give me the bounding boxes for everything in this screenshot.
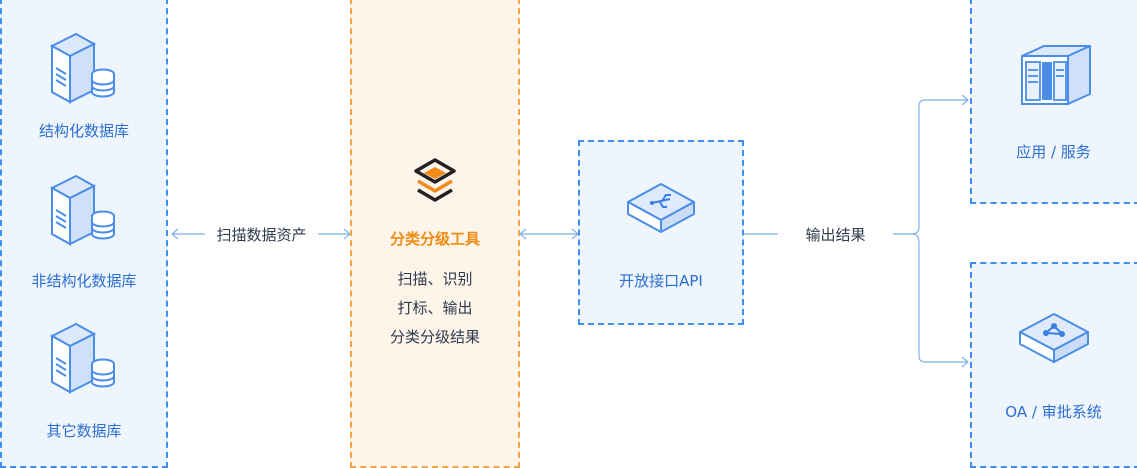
- tool-line-2: 打标、输出: [397, 299, 473, 317]
- api-label: 开放接口API: [619, 272, 703, 290]
- tool-title: 分类分级工具: [389, 230, 480, 248]
- tool-line-3: 分类分级结果: [389, 328, 480, 346]
- tool-panel: [350, 0, 520, 468]
- usb-plug-icon: [627, 183, 695, 233]
- server-database-icon: [49, 174, 115, 246]
- server-database-icon: [49, 32, 115, 104]
- tool-line-1: 扫描、识别: [397, 270, 473, 288]
- target-oa-box: [970, 262, 1137, 468]
- connector-label-scan: 扫描数据资产: [216, 226, 307, 244]
- target-app-label: 应用 / 服务: [1016, 143, 1091, 161]
- server-database-icon: [49, 322, 115, 394]
- layers-icon: [414, 158, 456, 202]
- source-label-unstructured: 非结构化数据库: [31, 272, 137, 290]
- server-rack-icon: [1021, 45, 1091, 105]
- connector-label-output: 输出结果: [805, 226, 866, 244]
- target-oa-label: OA / 审批系统: [1005, 403, 1102, 421]
- source-label-other: 其它数据库: [46, 422, 122, 440]
- source-label-structured: 结构化数据库: [38, 122, 129, 140]
- share-nodes-icon: [1019, 313, 1089, 363]
